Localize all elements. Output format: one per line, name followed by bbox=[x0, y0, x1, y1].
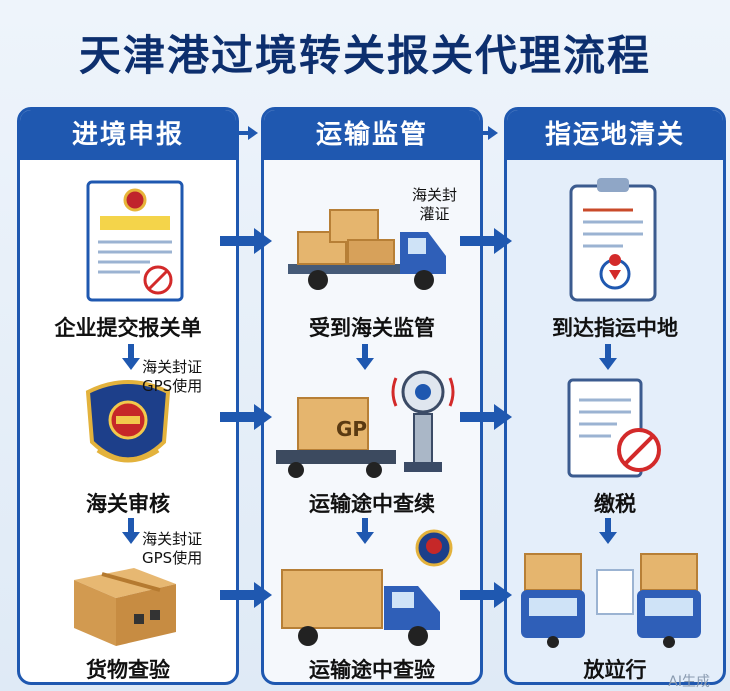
box-label-gp: GP bbox=[336, 417, 368, 441]
cart-with-box-icon bbox=[276, 397, 396, 478]
step-label-tax: 缴税 bbox=[594, 492, 636, 516]
flow-arrow-row1-a bbox=[220, 228, 272, 254]
customs-emblem-icon bbox=[85, 380, 171, 463]
released-trucks-icon bbox=[521, 553, 701, 648]
step-label-release: 放竝行 bbox=[583, 658, 647, 682]
flow-arrow-row2-b bbox=[460, 404, 512, 430]
gps-tracker-icon bbox=[391, 370, 455, 472]
callout-text: 海关封证 GPS使用 bbox=[142, 358, 203, 395]
down-arrow bbox=[599, 344, 617, 370]
declaration-document-icon bbox=[86, 180, 184, 302]
flow-arrow-row1-b bbox=[460, 228, 512, 254]
step-label-inspection: 货物查验 bbox=[86, 658, 170, 682]
step-label-supervised: 受到海关监管 bbox=[309, 316, 435, 340]
flow-arrow-row2-a bbox=[220, 404, 272, 430]
column-heading: 进境申报 bbox=[20, 110, 236, 160]
down-arrow bbox=[122, 344, 140, 370]
callout-text: 海关封证 GPS使用 bbox=[142, 530, 203, 567]
customs-badge-icon bbox=[415, 529, 453, 567]
cargo-box-icon bbox=[74, 568, 176, 646]
step-label-arrival: 到达指运中地 bbox=[552, 316, 678, 340]
step-label-review: 海关审核 bbox=[86, 492, 170, 516]
down-arrow bbox=[122, 518, 140, 544]
page-title: 天津港过境转关报关代理流程 bbox=[78, 31, 651, 80]
truck-with-boxes-icon bbox=[288, 209, 446, 290]
column-destination-clearance: 指运地清关 到达指运中地 缴税 放竝行 bbox=[504, 107, 726, 685]
down-arrow bbox=[356, 344, 374, 370]
step-label-transit-inspection: 运输途中查验 bbox=[309, 658, 435, 682]
step-label-transit-check: 运输途中查续 bbox=[309, 492, 435, 516]
column-heading: 指运地清关 bbox=[507, 110, 723, 160]
flow-arrow-row3-a bbox=[220, 582, 272, 608]
callout-seal: 海关封 灌证 bbox=[412, 186, 457, 224]
callout-seal-gps: 海关封证 GPS使用 bbox=[142, 358, 202, 396]
down-arrow bbox=[356, 518, 374, 544]
flow-arrow-row3-b bbox=[460, 582, 512, 608]
column-heading: 运输监管 bbox=[264, 110, 480, 160]
column-entry-declaration: 进境申报 企业提交报关单 海关封证 GPS使用 海关审核 海关封证 GPS使用 … bbox=[17, 107, 239, 685]
ai-watermark: AI生成 bbox=[668, 674, 710, 690]
box-truck-icon bbox=[281, 569, 440, 646]
step-label-submit: 企业提交报关单 bbox=[54, 316, 202, 340]
clipboard-location-icon bbox=[569, 178, 657, 302]
column-transport-supervision: 运输监管 海关封 灌证 受到海关监管 GP 运输途中查续 运 bbox=[261, 107, 483, 685]
tax-document-icon bbox=[567, 378, 661, 478]
down-arrow bbox=[599, 518, 617, 544]
callout-seal-gps-2: 海关封证 GPS使用 bbox=[142, 530, 202, 568]
callout-text: 海关封 灌证 bbox=[412, 186, 458, 223]
